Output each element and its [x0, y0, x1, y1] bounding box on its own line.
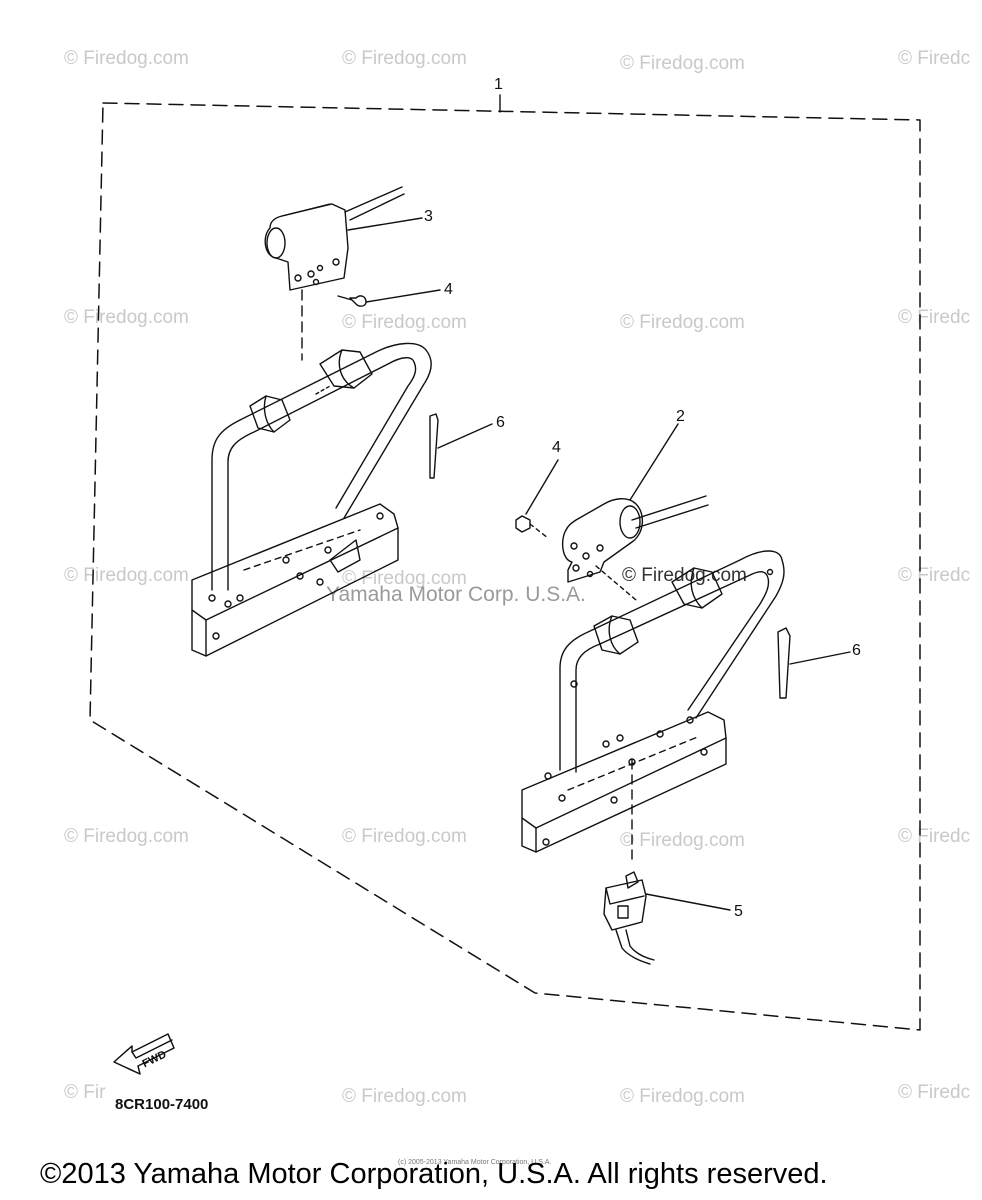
screw-4-left — [338, 296, 366, 306]
watermark: © Firedog.com — [342, 1086, 467, 1107]
watermark: © Firedog.com — [620, 53, 745, 74]
watermark: © Firedc — [898, 307, 971, 328]
watermark: © Firedog.com — [342, 48, 467, 69]
cable-tie-6-left — [430, 414, 438, 478]
leader-line-3 — [348, 218, 422, 230]
left-holder-assembly — [192, 187, 492, 656]
watermark: © Firedog.com — [620, 312, 745, 333]
watermark: © Firedog.com — [64, 826, 189, 847]
callout-6-right: 6 — [852, 642, 861, 659]
watermark: © Firedc — [898, 565, 971, 586]
footer-copyright: ©2013 Yamaha Motor Corporation, U.S.A. A… — [40, 1158, 828, 1190]
watermark: © Fir — [64, 1082, 106, 1103]
assembly-boundary — [90, 103, 920, 1030]
switch-body-2 — [563, 499, 643, 582]
watermark: © Firedog.com — [342, 826, 467, 847]
tiny-copyright-watermark: (c) 2005-2013 Yamaha Motor Corporation, … — [398, 1159, 552, 1166]
nut-4-right — [516, 516, 530, 532]
callout-4-left: 4 — [444, 281, 453, 298]
diagram-part-code: 8CR100-7400 — [115, 1096, 209, 1113]
watermark: © Firedc — [898, 826, 971, 847]
callout-5: 5 — [734, 903, 743, 920]
callout-2: 2 — [676, 408, 685, 425]
toggle-switch-5 — [626, 872, 638, 888]
fwd-label: FWD — [141, 1048, 169, 1070]
callout-1: 1 — [494, 76, 503, 93]
callout-3: 3 — [424, 208, 433, 225]
callout-6-left: 6 — [496, 414, 505, 431]
center-watermark: Yamaha Motor Corp. U.S.A. — [326, 583, 586, 606]
callout-4-right: 4 — [552, 439, 561, 456]
cable-tie-6-right — [778, 628, 790, 698]
watermark: © Firedog.com — [620, 830, 745, 851]
left-holder-base — [192, 504, 398, 620]
watermark: © Firedog.com — [64, 565, 189, 586]
fwd-arrow-icon — [114, 1034, 174, 1074]
watermark: © Firedog.com — [620, 1086, 745, 1107]
left-holder-tube — [212, 343, 431, 590]
leader-line-4 — [366, 290, 440, 302]
right-holder-assembly — [516, 424, 850, 964]
switch-clamp-3 — [265, 204, 348, 290]
watermark: © Firedog.com — [342, 568, 467, 589]
watermark: © Firedc — [898, 48, 971, 69]
watermark: © Firedog.com — [342, 312, 467, 333]
right-holder-tube — [560, 551, 784, 770]
watermark: © Firedog.com — [64, 48, 189, 69]
watermark: © Firedc — [898, 1082, 971, 1103]
watermark: © Firedog.com — [64, 307, 189, 328]
